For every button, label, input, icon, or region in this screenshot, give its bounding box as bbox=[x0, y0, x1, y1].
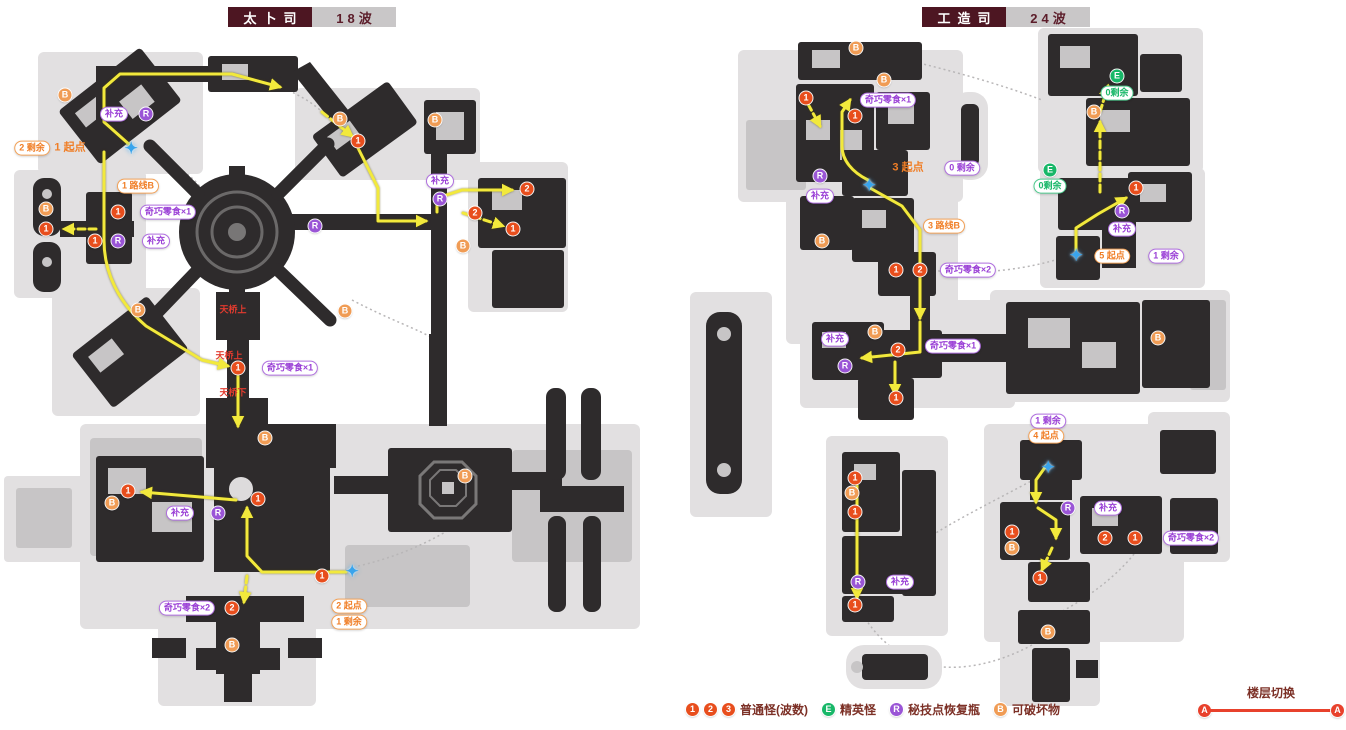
legend-technique-icon: R bbox=[890, 703, 904, 716]
map-title-left: 太卜司 bbox=[228, 7, 312, 27]
floor-switch-a-icon: A bbox=[1198, 704, 1211, 717]
map-left-geometry bbox=[4, 48, 640, 706]
header-taibusi: 太卜司 18波 bbox=[228, 7, 396, 27]
floor-switch-connector bbox=[1209, 709, 1333, 712]
legend: 1 2 3 普通怪(波数) E 精英怪 R 秘技点恢复瓶 B 可破坏物 bbox=[686, 701, 1069, 718]
map-title-right: 工造司 bbox=[922, 7, 1006, 27]
legend-wave-1-icon: 1 bbox=[686, 703, 699, 716]
legend-elite-label: 精英怪 bbox=[840, 703, 877, 717]
legend-breakable-label: 可破坏物 bbox=[1012, 703, 1061, 717]
header-gongzaosi: 工造司 24波 bbox=[922, 7, 1090, 27]
map-waves-left: 18波 bbox=[312, 7, 396, 27]
floor-switch-line: A A bbox=[1198, 704, 1344, 717]
map-waves-right: 24波 bbox=[1006, 7, 1090, 27]
legend-wave-2-icon: 2 bbox=[704, 703, 717, 716]
floor-switch-a-icon: A bbox=[1331, 704, 1344, 717]
legend-technique-label: 秘技点恢复瓶 bbox=[908, 703, 981, 717]
legend-breakable-icon: B bbox=[994, 703, 1008, 716]
legend-wave-3-icon: 3 bbox=[722, 703, 735, 716]
route-right bbox=[806, 83, 1129, 601]
floor-switch-label: 楼层切换 bbox=[1246, 686, 1295, 700]
legend-floor-switch: 楼层切换 A A bbox=[1198, 684, 1344, 717]
legend-elite-icon: E bbox=[822, 703, 835, 716]
legend-normal-label: 普通怪(波数) bbox=[740, 703, 808, 717]
map-right-geometry bbox=[690, 28, 1230, 706]
